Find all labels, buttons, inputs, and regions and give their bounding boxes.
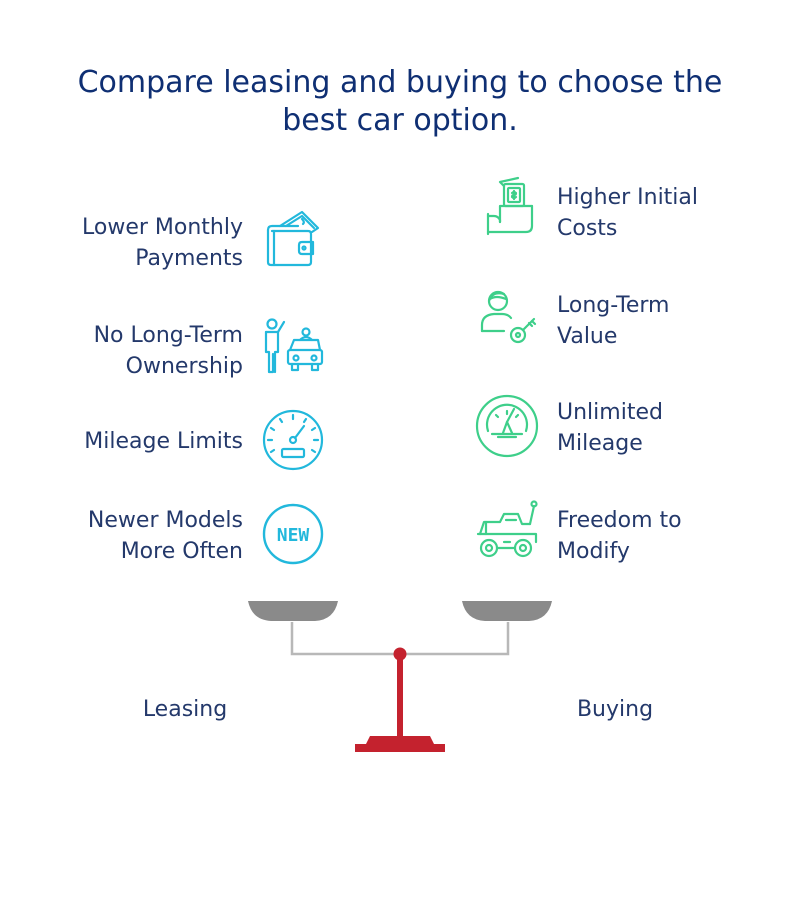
item-label: Long-Term Value	[557, 290, 787, 352]
new-badge-text: NEW	[277, 525, 310, 546]
item-label-line: Modify	[557, 539, 630, 564]
leasing-label: Leasing	[142, 697, 228, 722]
person-key-icon	[474, 285, 540, 351]
gauge-icon	[474, 393, 540, 459]
leasing-item-lower-monthly-payments: Lower Monthly Payments	[13, 210, 333, 280]
item-label-line: Mileage Limits	[84, 429, 243, 454]
item-label: Unlimited Mileage	[557, 397, 787, 459]
buying-item-long-term-value: Long-Term Value	[470, 288, 800, 358]
item-label: Newer Models More Often	[13, 505, 243, 567]
item-label-line: Newer Models	[87, 508, 243, 533]
scale-stand-base	[366, 736, 434, 744]
wallet-icon	[258, 204, 324, 270]
item-label: Higher Initial Costs	[557, 182, 787, 244]
item-label-line: Costs	[557, 216, 618, 241]
item-label: Mileage Limits	[13, 426, 243, 457]
buying-label: Buying	[576, 697, 654, 722]
title-line-1: Compare leasing and buying to choose the	[77, 65, 723, 100]
scale-pivot	[393, 647, 407, 661]
hand-money-icon	[474, 176, 540, 242]
leasing-item-newer-models: Newer Models More Often NEW	[13, 503, 333, 573]
item-label-line: Value	[557, 324, 618, 349]
item-label: Freedom to Modify	[557, 505, 787, 567]
offroad-vehicle-icon	[474, 498, 540, 564]
person-car-icon	[258, 314, 324, 380]
buying-item-freedom-to-modify: Freedom to Modify	[470, 500, 800, 573]
leasing-item-mileage-limits: Mileage Limits	[13, 407, 333, 480]
item-label-line: More Often	[120, 539, 243, 564]
title-line-2: best car option.	[282, 103, 518, 138]
item-label: No Long-Term Ownership	[13, 320, 243, 382]
item-label-line: Payments	[135, 246, 243, 271]
page-title: Compare leasing and buying to choose the…	[20, 64, 780, 140]
leasing-pan	[248, 601, 338, 621]
buying-item-higher-initial-costs: Higher Initial Costs	[470, 176, 800, 250]
item-label-line: Long-Term	[557, 293, 670, 318]
leasing-item-no-long-term-ownership: No Long-Term Ownership	[13, 318, 333, 388]
item-label-line: Ownership	[125, 354, 243, 379]
scale-stand-pole	[397, 654, 403, 736]
item-label-line: No Long-Term	[93, 323, 243, 348]
item-label-line: Mileage	[557, 431, 643, 456]
buying-item-unlimited-mileage: Unlimited Mileage	[470, 393, 800, 465]
buying-pan	[462, 601, 552, 621]
scale-stand-foot	[355, 744, 445, 752]
item-label-line: Freedom to	[557, 508, 682, 533]
item-label-line: Lower Monthly	[82, 215, 243, 240]
scale-beam	[290, 622, 510, 656]
item-label-line: Higher Initial	[557, 185, 699, 210]
new-badge-icon: NEW	[260, 501, 326, 567]
item-label-line: Unlimited	[557, 400, 663, 425]
speedometer-icon	[260, 407, 326, 473]
item-label: Lower Monthly Payments	[13, 212, 243, 274]
